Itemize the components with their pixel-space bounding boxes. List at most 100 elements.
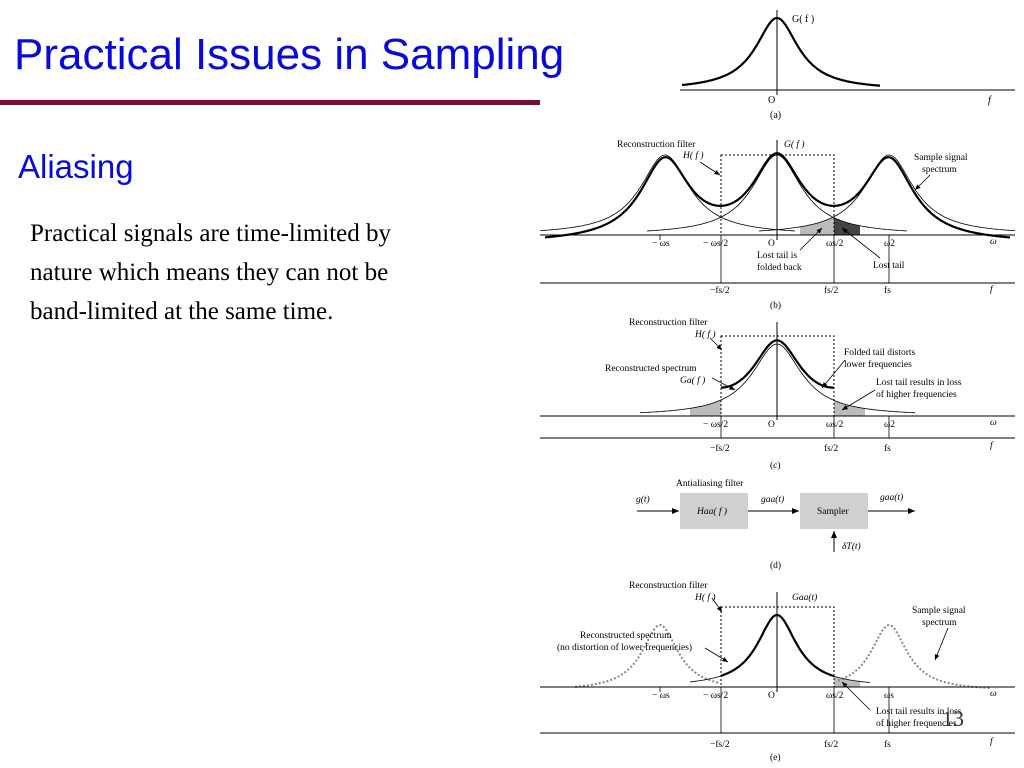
tick-neg-ws-half: − ωs/2 (703, 691, 728, 701)
tick-neg-fs-half: −fs/2 (710, 285, 730, 296)
tick-w2: ω2 (884, 239, 895, 249)
lost-tail-pointer (841, 227, 881, 259)
caption-d: (d) (770, 560, 781, 571)
tick-ws-half: ωs/2 (826, 239, 844, 249)
sample-spectrum-pointer (934, 627, 949, 661)
panel-a (680, 10, 1015, 95)
antialias-label: Antialiasing filter (676, 478, 744, 489)
origin-label: O (768, 239, 775, 249)
lost-tail-shade (834, 400, 865, 416)
caption-b: (b) (770, 300, 781, 311)
loss-label: of higher frequencies (876, 718, 957, 729)
sample-spectrum-pointer (914, 174, 931, 191)
tick-neg-ws-half: − ωs/2 (703, 420, 728, 430)
sample-spectrum-replicas (574, 624, 991, 689)
filter-label: Reconstruction filter (629, 580, 708, 591)
folded-label: Folded tail distorts (844, 348, 916, 358)
filter-h-label: H( f ) (694, 329, 716, 340)
filter-h-label: H( f ) (682, 150, 704, 161)
tick-ws-half: ωs/2 (826, 691, 844, 701)
lost-folded-label: folded back (757, 262, 802, 273)
loss-label: Lost tail results in loss (876, 707, 962, 717)
recon-pointer (711, 377, 736, 391)
curve-label: Gaa(t) (792, 592, 817, 603)
folded-pointer (821, 359, 846, 389)
tick-fs: fs (884, 443, 891, 454)
tick-ws-half: ωs/2 (826, 420, 844, 430)
sampler-block (800, 493, 868, 529)
filter-h-label: H( f ) (694, 592, 716, 603)
folded-label: lower frequencies (844, 359, 912, 370)
caption-c: (c) (770, 460, 781, 471)
antialias-filter-block (680, 493, 748, 529)
recon-label: Reconstructed spectrum (580, 631, 672, 641)
antialiased-tails (689, 675, 871, 683)
mid-signal-label: gaa(t) (761, 494, 784, 505)
sample-spectrum-label: spectrum (922, 165, 957, 175)
panel-e (540, 592, 1015, 734)
caption-e: (e) (770, 752, 781, 763)
folded-pointer (799, 227, 823, 251)
recon-pointer (704, 647, 729, 663)
filter-pointer (709, 337, 723, 351)
tick-neg-ws: − ωs (652, 239, 670, 249)
loss-label: Lost tail results in loss (876, 378, 962, 388)
tick-ws: ωs (884, 691, 894, 701)
tick-neg-ws-half: − ωs/2 (703, 239, 728, 249)
origin-label: O (768, 420, 775, 430)
axis-label-omega: ω (990, 689, 997, 699)
curve-label: G( f ) (792, 14, 814, 25)
lost-tail-label: Lost tail (873, 261, 905, 271)
loss-label: of higher frequencies (876, 389, 957, 400)
input-label: g(t) (636, 494, 650, 505)
axis-label-f: f (990, 736, 994, 747)
lost-tail-shade (800, 216, 834, 235)
filter-block-label: Haa( f ) (696, 506, 727, 517)
filter-pointer (699, 161, 721, 176)
axis-label-f: f (988, 95, 992, 106)
panel-c (540, 322, 1015, 439)
body-line: Practical signals are time-limited by (30, 220, 391, 247)
filter-pointer (711, 597, 723, 613)
sampler-label: Sampler (817, 507, 849, 517)
recon-label: (no distortion of lower frequencies) (557, 642, 692, 653)
recon-label: Reconstructed spectrum (605, 364, 697, 374)
filter-label: Reconstruction filter (629, 317, 708, 328)
tick-fs-half: fs/2 (824, 443, 839, 454)
origin-label: O (768, 95, 775, 106)
sample-spectrum-label: spectrum (922, 618, 957, 628)
page-number: 13 (942, 706, 964, 731)
tick-fs-half: fs/2 (824, 739, 839, 750)
body-line: band-limited at the same time. (30, 298, 334, 325)
output-label: gaa(t) (880, 492, 903, 503)
panel-b (540, 140, 1016, 284)
spectrum-curve (681, 16, 881, 87)
axis-label-f: f (990, 284, 994, 295)
axis-label-f: f (990, 440, 994, 451)
sample-spectrum-label: Sample signal (912, 606, 966, 616)
tick-fs: fs (884, 739, 891, 750)
filter-label: Reconstruction filter (617, 139, 696, 150)
loss-pointer (841, 681, 871, 711)
tick-neg-ws: − ωs (652, 691, 670, 701)
impulse-label: δT(t) (842, 541, 861, 552)
tick-fs-half: fs/2 (824, 285, 839, 296)
origin-label: O (768, 691, 775, 701)
lost-tail-shade (834, 676, 860, 687)
lost-folded-label: Lost tail is (757, 251, 797, 261)
tick-neg-fs-half: −fs/2 (710, 443, 730, 454)
body-line: nature which means they can not be (30, 259, 389, 286)
body-paragraph: Practical signals are time-limited by na… (30, 214, 530, 331)
panel-d (637, 493, 915, 552)
folded-tail-shade (690, 399, 721, 416)
recon-label: Ga( f ) (680, 375, 705, 386)
tick-neg-fs-half: −fs/2 (710, 739, 730, 750)
slide-subtitle: Aliasing (18, 148, 134, 185)
sample-spectrum-label: Sample signal (914, 153, 968, 163)
axis-label-omega: ω (990, 237, 997, 247)
lost-tail-shade (834, 217, 860, 235)
loss-pointer (841, 389, 876, 411)
slide-title: Practical Issues in Sampling (14, 30, 565, 79)
tick-w2: ω2 (884, 420, 895, 430)
